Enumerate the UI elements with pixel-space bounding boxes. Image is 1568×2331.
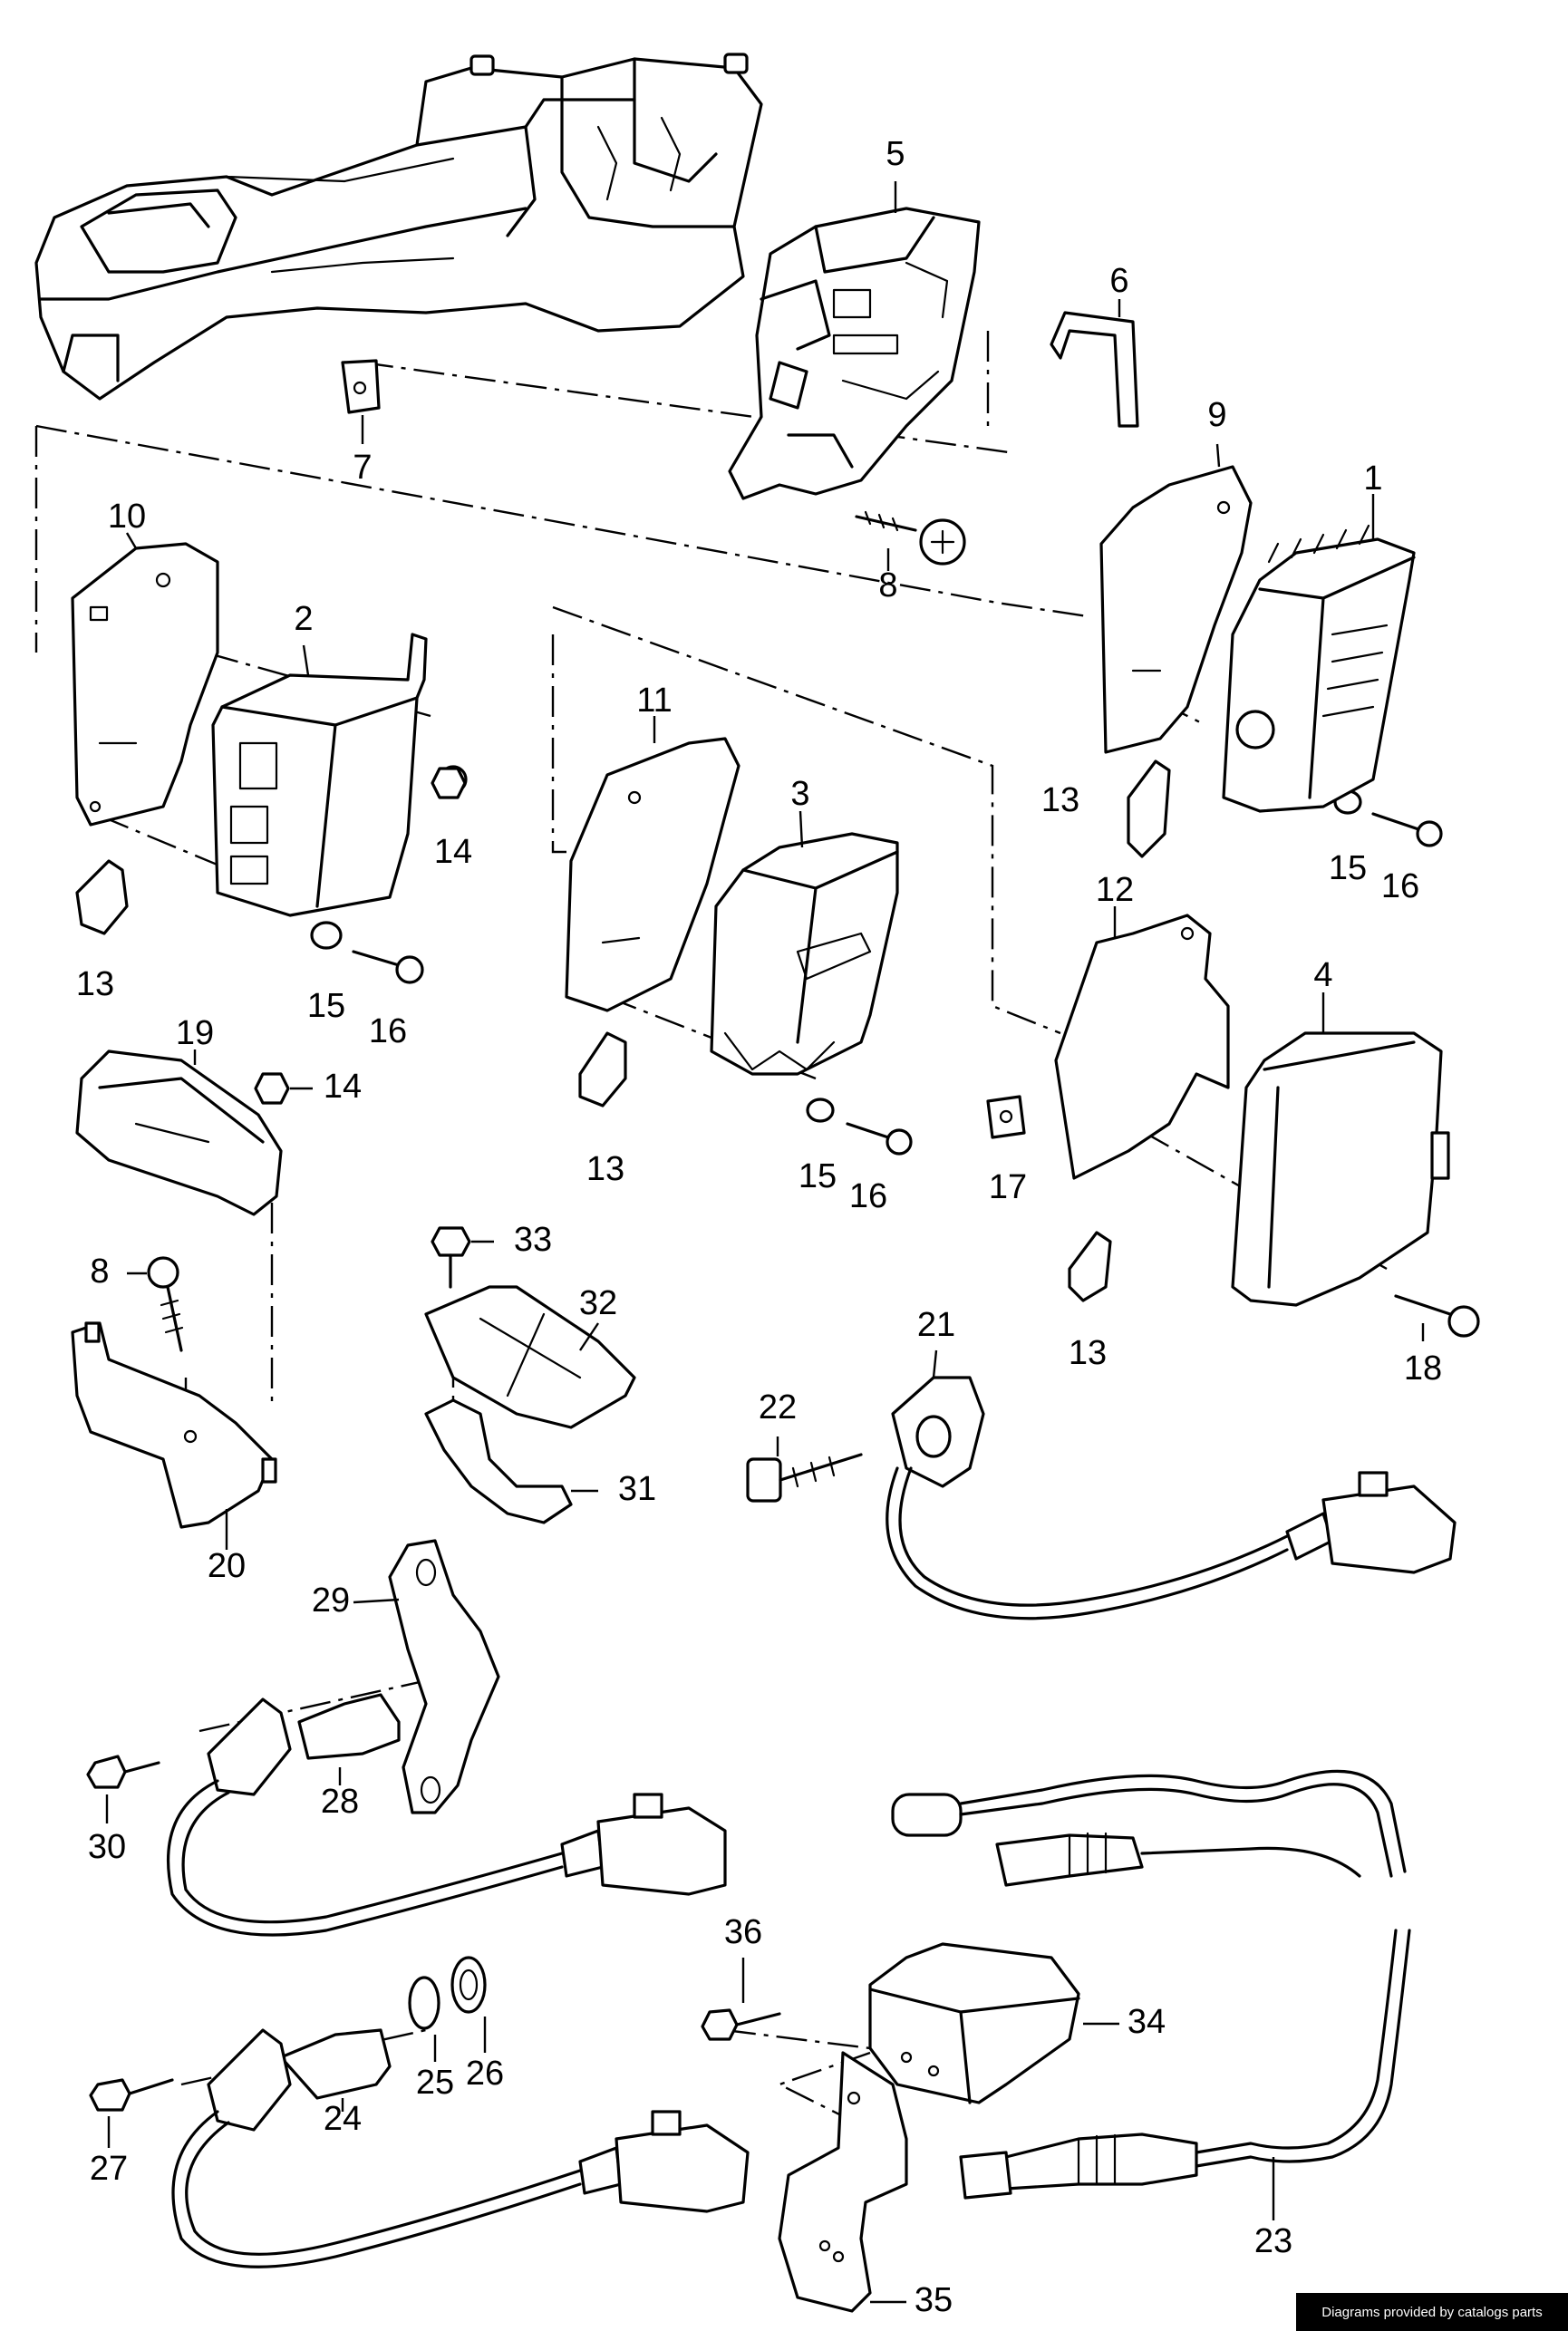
part-9-mounting-plate xyxy=(1099,443,1253,754)
callout-1: 1 xyxy=(1363,459,1382,498)
part-29-sensor-bracket xyxy=(353,1539,500,1814)
callout-20: 20 xyxy=(208,1547,246,1585)
part-36-bolt xyxy=(701,1958,781,2041)
part-7-clip xyxy=(341,359,381,444)
callout-36: 36 xyxy=(724,1913,762,1951)
part-31-bracket xyxy=(424,1398,598,1524)
part-24-sensor xyxy=(171,2028,750,2268)
part-6-spring-clip xyxy=(1050,299,1139,428)
callout-18: 18 xyxy=(1404,1349,1442,1388)
part-3-control-unit xyxy=(710,810,899,1076)
part-14-nuts xyxy=(254,767,467,1105)
callout-15-right: 15 xyxy=(1329,849,1367,887)
part-10-mounting-plate xyxy=(71,532,219,827)
part-8-screw-upper xyxy=(855,510,966,571)
callout-24: 24 xyxy=(324,2100,362,2138)
callout-labels: 5 6 7 8 9 1 10 2 11 3 13 14 15 16 12 13 … xyxy=(76,135,1442,2319)
part-20-bracket xyxy=(71,1321,277,1550)
callout-13-right: 13 xyxy=(1041,781,1079,819)
callout-16-left: 16 xyxy=(369,1012,407,1050)
callout-2: 2 xyxy=(294,600,313,638)
heater-box-housing xyxy=(34,53,763,401)
callout-15-left: 15 xyxy=(307,987,345,1025)
callout-6: 6 xyxy=(1109,262,1128,300)
callout-26: 26 xyxy=(466,2055,504,2093)
callout-35: 35 xyxy=(915,2281,953,2319)
credit-badge: Diagrams provided by catalogs parts xyxy=(1296,2293,1568,2331)
callout-3: 3 xyxy=(790,775,809,813)
part-35-bracket xyxy=(778,2051,908,2313)
part-8-screw-lower xyxy=(127,1256,184,1352)
part-2-control-unit xyxy=(211,633,468,917)
callout-8-lower: 8 xyxy=(90,1253,109,1291)
part-30-bolt xyxy=(86,1755,160,1823)
callout-4: 4 xyxy=(1313,956,1332,994)
callout-33: 33 xyxy=(514,1221,552,1259)
callout-14-upper: 14 xyxy=(434,833,472,871)
part-22-screw xyxy=(746,1436,863,1503)
callout-32: 32 xyxy=(579,1284,617,1322)
callout-16-right: 16 xyxy=(1381,867,1419,905)
callout-13-middle: 13 xyxy=(586,1150,624,1188)
callout-29: 29 xyxy=(312,1581,350,1620)
part-5-bracket xyxy=(728,181,981,500)
callout-12: 12 xyxy=(1096,871,1134,909)
part-28-speed-sensor xyxy=(166,1693,727,1937)
part-32-bracket xyxy=(424,1285,636,1429)
callout-21: 21 xyxy=(917,1306,955,1344)
callout-11: 11 xyxy=(636,682,672,720)
callout-25: 25 xyxy=(416,2064,454,2102)
callout-13-lower-right: 13 xyxy=(1069,1334,1107,1372)
part-1-relay-module xyxy=(1222,494,1416,813)
part-27-bolt xyxy=(89,2078,174,2148)
callout-31: 31 xyxy=(618,1470,656,1508)
callout-5: 5 xyxy=(886,135,905,173)
part-18-screw xyxy=(1394,1294,1480,1341)
callout-27: 27 xyxy=(90,2150,128,2188)
callout-7: 7 xyxy=(353,449,372,487)
part-12-mounting-plate xyxy=(1054,906,1230,1180)
callout-19: 19 xyxy=(176,1014,214,1052)
part-25-washer xyxy=(408,1976,440,2062)
part-4-control-unit xyxy=(1231,992,1450,1307)
part-33-bolt xyxy=(431,1226,494,1289)
part-19-mount-bracket xyxy=(75,1049,283,1216)
callout-23: 23 xyxy=(1254,2222,1292,2260)
part-34-relay-box xyxy=(868,1942,1119,2104)
part-23-oxygen-sensor xyxy=(891,1769,1411,2220)
part-17-nut-clip xyxy=(986,1095,1026,1139)
part-16-bolts xyxy=(352,812,1443,1156)
callout-10: 10 xyxy=(108,498,146,536)
callout-14-lower: 14 xyxy=(324,1068,362,1106)
callout-16-middle: 16 xyxy=(849,1177,887,1215)
callout-30: 30 xyxy=(88,1828,126,1866)
callout-8-upper: 8 xyxy=(878,566,897,605)
part-21-knock-sensor xyxy=(886,1349,1457,1620)
callout-17: 17 xyxy=(989,1168,1027,1206)
callout-9: 9 xyxy=(1207,396,1226,434)
callout-22: 22 xyxy=(759,1388,797,1427)
callout-28: 28 xyxy=(321,1783,359,1821)
callout-13-left: 13 xyxy=(76,965,114,1003)
part-26-washer xyxy=(450,1956,487,2053)
part-13-clips xyxy=(75,759,1171,1302)
callout-15-middle: 15 xyxy=(799,1157,837,1195)
callout-34: 34 xyxy=(1128,2003,1166,2041)
part-11-mounting-plate xyxy=(565,716,740,1012)
